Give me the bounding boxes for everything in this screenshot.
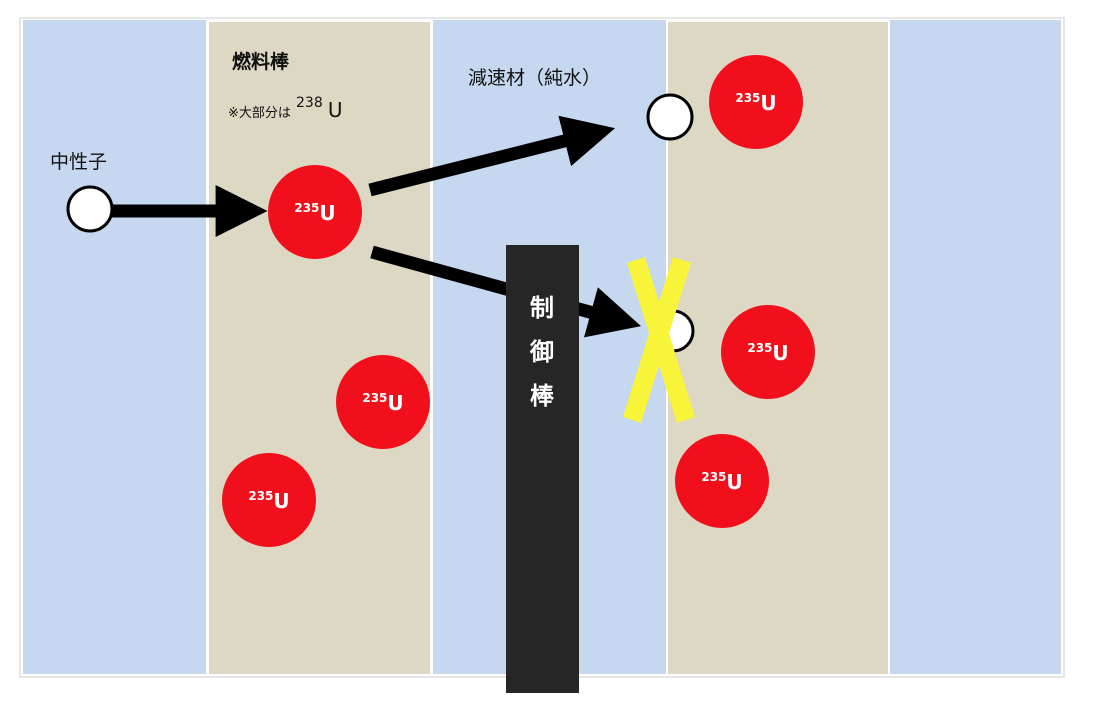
control-rod-char-1: 制 bbox=[530, 294, 554, 322]
fuel-note-symbol: U bbox=[328, 98, 343, 122]
uranium-nucleus: 235U bbox=[222, 453, 316, 547]
svg-text:235U: 235U bbox=[294, 201, 335, 225]
svg-text:235U: 235U bbox=[362, 391, 403, 415]
x-mark-icon bbox=[622, 257, 696, 423]
fuel-band-1 bbox=[209, 22, 430, 674]
neutron-circle-icon bbox=[646, 93, 694, 141]
water-band-1 bbox=[23, 20, 206, 674]
control-rod-char-2: 御 bbox=[529, 338, 554, 366]
fuel-note: ※大部分は 238 U bbox=[228, 92, 342, 122]
uranium-nucleus: 235U bbox=[336, 355, 430, 449]
neutron-label: 中性子 bbox=[50, 151, 107, 173]
upper-arrow bbox=[368, 115, 616, 197]
fuel-note-prefix: ※大部分は bbox=[228, 106, 291, 121]
control-rod: 制 御 棒 bbox=[506, 245, 579, 693]
uranium-nuclei: 235U 235U 235U 235U bbox=[222, 55, 815, 547]
fuel-rod-label: 燃料棒 bbox=[232, 50, 290, 73]
uranium-nucleus: 235U bbox=[709, 55, 803, 149]
moderator-label: 減速材（純水） bbox=[468, 67, 601, 89]
svg-text:235U: 235U bbox=[735, 91, 776, 115]
fuel-note-mass: 238 bbox=[296, 95, 323, 111]
uranium-nucleus: 235U bbox=[721, 305, 815, 399]
svg-text:235U: 235U bbox=[248, 489, 289, 513]
uranium-nucleus: 235U bbox=[268, 165, 362, 259]
uranium-nucleus: 235U bbox=[675, 434, 769, 528]
control-rod-char-3: 棒 bbox=[530, 382, 555, 410]
water-band-3 bbox=[890, 20, 1061, 674]
svg-text:235U: 235U bbox=[747, 341, 788, 365]
lower-arrow bbox=[370, 245, 642, 338]
neutron-circle-icon bbox=[66, 185, 114, 233]
svg-text:235U: 235U bbox=[701, 470, 742, 494]
